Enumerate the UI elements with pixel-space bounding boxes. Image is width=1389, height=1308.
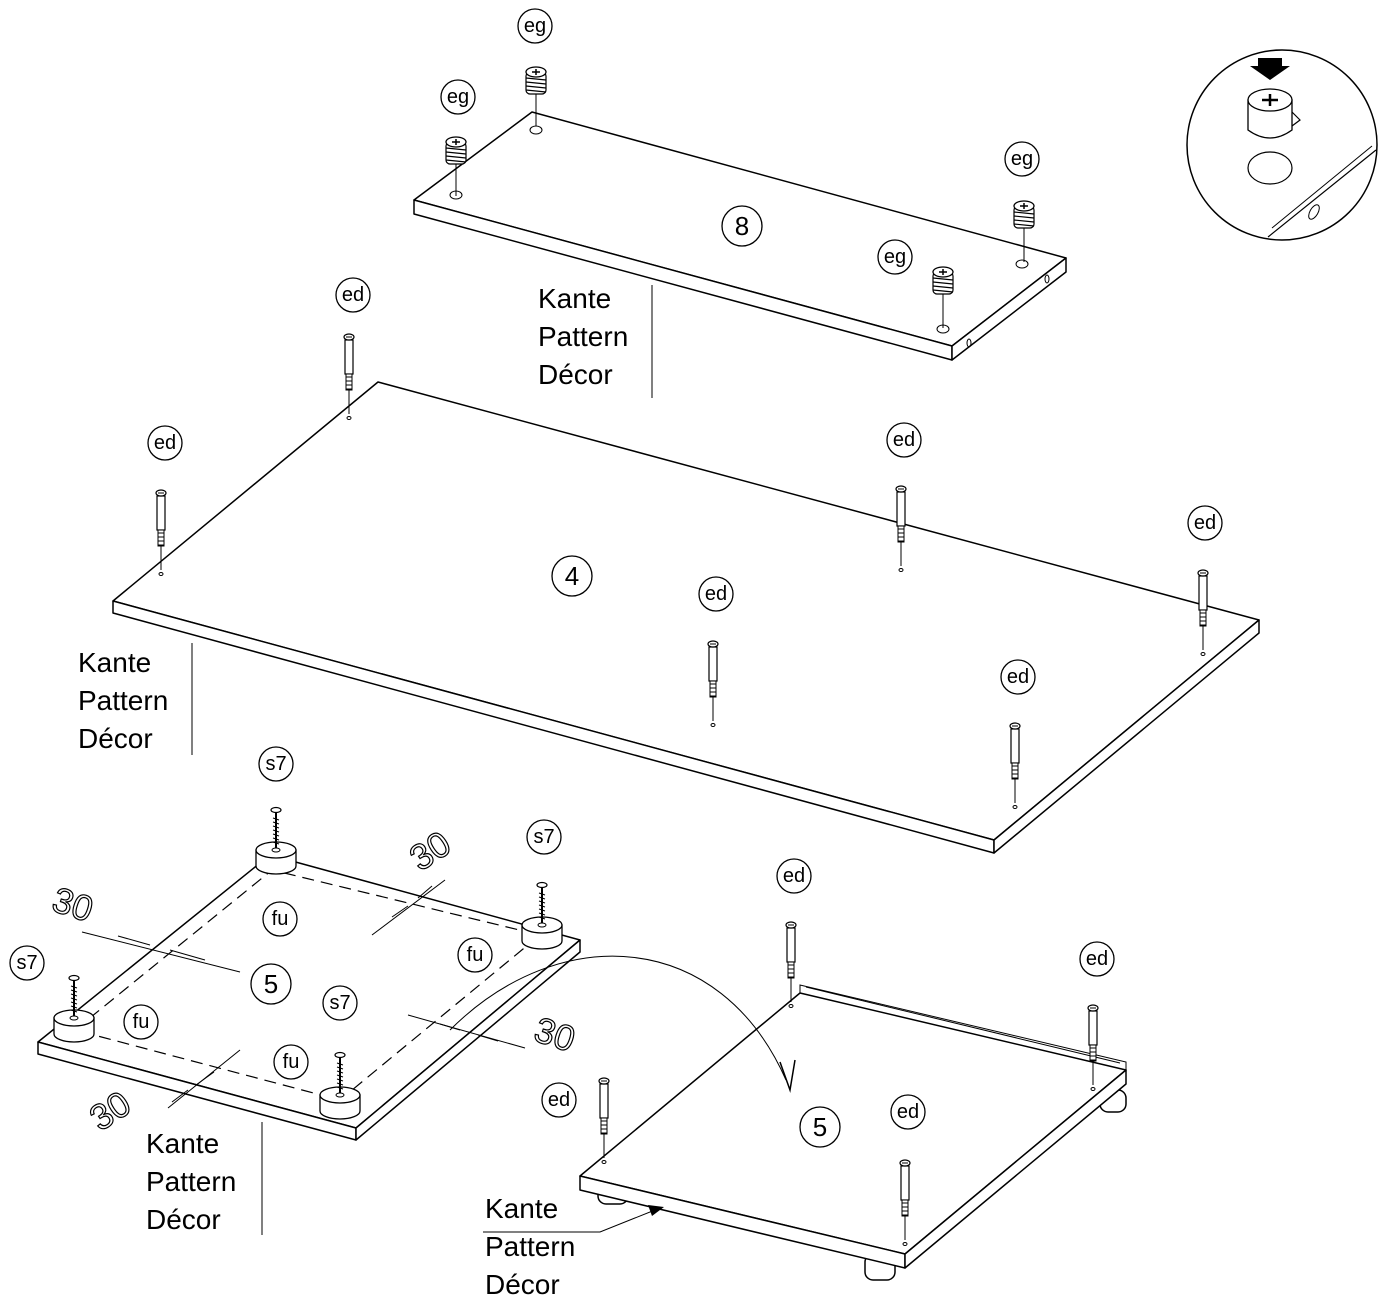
callout-ed: ed xyxy=(1079,941,1115,977)
edge-label-kante-8: Kante xyxy=(538,283,611,314)
edge-label-pattern-5b: Pattern xyxy=(485,1231,575,1262)
callout-fu: fu xyxy=(457,937,493,973)
foot-s7 xyxy=(319,1051,361,1120)
dowel-ed xyxy=(899,1159,911,1246)
callout-text: ed xyxy=(548,1089,570,1111)
callout-text: ed xyxy=(1194,512,1216,534)
dimension-30-bottom: 30 xyxy=(82,1083,138,1139)
callout-text: 8 xyxy=(735,211,749,241)
edge-label-kante-5b: Kante xyxy=(485,1193,558,1224)
dowel-ed xyxy=(785,921,797,1008)
callout-text: eg xyxy=(524,15,546,37)
foot-s7 xyxy=(53,974,95,1043)
callout-fu: fu xyxy=(123,1004,159,1040)
dowel-ed xyxy=(895,485,907,572)
callout-text: ed xyxy=(893,429,915,451)
callout-5: 5 xyxy=(799,1106,841,1148)
edge-label-kante-5a: Kante xyxy=(146,1128,219,1159)
callout-text: s7 xyxy=(329,992,350,1014)
callout-text: ed xyxy=(1007,666,1029,688)
callout-text: ed xyxy=(705,583,727,605)
callout-s7: s7 xyxy=(526,819,562,855)
panel-4 xyxy=(112,381,1260,854)
callout-s7: s7 xyxy=(322,985,358,1021)
dowel-ed xyxy=(155,489,167,576)
dimension-30-top-right: 30 xyxy=(402,823,458,879)
detail-inset xyxy=(1186,49,1378,241)
callout-eg: eg xyxy=(1004,141,1040,177)
callout-text: fu xyxy=(272,908,289,930)
edge-label-decor-5a: Décor xyxy=(146,1204,221,1235)
callout-text: eg xyxy=(1011,148,1033,170)
callout-4: 4 xyxy=(551,555,593,597)
callout-fu: fu xyxy=(262,901,298,937)
callout-s7: s7 xyxy=(258,746,294,782)
edge-label-decor-5b: Décor xyxy=(485,1269,560,1300)
callout-text: eg xyxy=(447,86,469,108)
callout-ed: ed xyxy=(1187,505,1223,541)
dowel-ed xyxy=(1009,722,1021,809)
callout-s7: s7 xyxy=(9,945,45,981)
callout-text: ed xyxy=(783,865,805,887)
edge-label-decor-8: Décor xyxy=(538,359,613,390)
callout-text: s7 xyxy=(265,753,286,775)
callout-text: eg xyxy=(884,246,906,268)
callout-ed: ed xyxy=(776,858,812,894)
edge-label-pattern-8: Pattern xyxy=(538,321,628,352)
callout-text: ed xyxy=(1086,948,1108,970)
dimension-30-top-left: 30 xyxy=(48,879,99,930)
callout-ed: ed xyxy=(886,422,922,458)
edge-label-kante-4: Kante xyxy=(78,647,151,678)
edge-label-pattern-5a: Pattern xyxy=(146,1166,236,1197)
callout-fu: fu xyxy=(273,1044,309,1080)
panel-5-underside xyxy=(37,854,581,1141)
callout-text: 4 xyxy=(565,561,579,591)
callout-ed: ed xyxy=(147,425,183,461)
edge-label-decor-4: Décor xyxy=(78,723,153,754)
callout-ed: ed xyxy=(1000,659,1036,695)
dowel-ed xyxy=(1197,569,1209,656)
cam-fitting-eg xyxy=(525,66,547,126)
foot-s7 xyxy=(521,881,563,950)
cam-fitting-eg xyxy=(445,136,467,196)
edge-label-pattern-4: Pattern xyxy=(78,685,168,716)
dimension-30-right: 30 xyxy=(530,1009,581,1060)
callout-text: ed xyxy=(154,432,176,454)
dowel-ed xyxy=(707,640,719,727)
dowel-ed xyxy=(1087,1004,1099,1091)
foot-s7 xyxy=(255,806,297,875)
cam-fitting-eg xyxy=(932,266,954,328)
cam-fitting-eg xyxy=(1013,200,1035,262)
callout-text: s7 xyxy=(16,952,37,974)
callout-text: 5 xyxy=(813,1112,827,1142)
panel-5-top xyxy=(579,984,1127,1281)
callout-text: 5 xyxy=(264,969,278,999)
dowel-ed xyxy=(598,1077,610,1164)
callout-text: s7 xyxy=(533,826,554,848)
callout-eg: eg xyxy=(440,79,476,115)
callout-8: 8 xyxy=(721,205,763,247)
dowel-ed xyxy=(343,333,355,420)
callout-text: ed xyxy=(342,284,364,306)
callout-eg: eg xyxy=(877,239,913,275)
callout-eg: eg xyxy=(517,8,553,44)
callout-text: fu xyxy=(283,1051,300,1073)
callout-text: fu xyxy=(133,1011,150,1033)
callout-5: 5 xyxy=(250,963,292,1005)
callout-ed: ed xyxy=(541,1082,577,1118)
callout-ed: ed xyxy=(698,576,734,612)
callout-ed: ed xyxy=(890,1094,926,1130)
callout-text: ed xyxy=(897,1101,919,1123)
callout-text: fu xyxy=(467,944,484,966)
callout-ed: ed xyxy=(335,277,371,313)
